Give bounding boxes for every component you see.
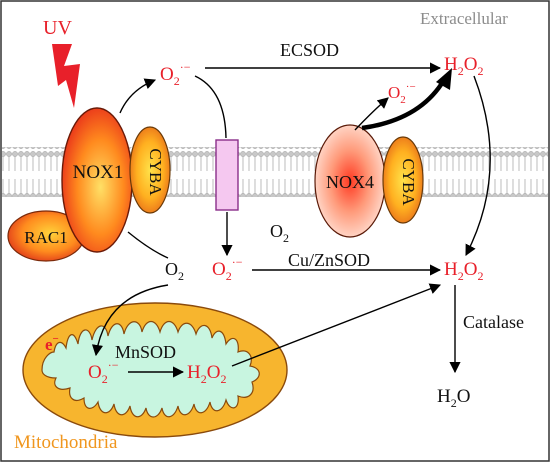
catalase-label: Catalase [463, 312, 524, 332]
superoxide-extracellular: O2·− [160, 60, 191, 88]
h2o2-extracellular: H2O2 [444, 54, 483, 78]
extracellular-label: Extracellular [420, 9, 508, 28]
rac1-label: RAC1 [24, 228, 67, 247]
arrow-h2o2-inward [465, 75, 491, 256]
nox4-label: NOX4 [326, 172, 374, 192]
uv-lightning-icon [52, 44, 80, 108]
water-label: H2O [437, 386, 470, 410]
anion-channel [215, 139, 239, 211]
superoxide-nox4: O2·− [388, 81, 416, 106]
cyba-right-label: CYBA [399, 158, 418, 206]
mitochondria-label: Mitochondria [14, 432, 118, 453]
arrow-oxygen-to-mitochondria [91, 284, 169, 357]
cyba-left-label: CYBA [146, 148, 165, 196]
nox1-label: NOX1 [73, 162, 124, 183]
arrow-superoxide-to-channel [194, 75, 227, 139]
cyba-left-protein [129, 126, 171, 214]
cyba-right-protein [382, 136, 424, 224]
arrow-mito-h2o2-out [231, 283, 442, 367]
h2o2-mitochondria: H2O2 [187, 362, 226, 386]
h2o2-cytosol: H2O2 [444, 259, 483, 283]
electron-label: e− [45, 333, 59, 354]
arrow-nox4-to-h2o2-thick [361, 78, 446, 131]
cuznsod-label: Cu/ZnSOD [288, 250, 370, 270]
superoxide-cytosol: O2·− [212, 255, 243, 283]
arrow-nox4-to-superoxide [354, 97, 389, 131]
arrow-nox4-to-h2o2-head [436, 68, 452, 90]
mnsod-label: MnSOD [115, 342, 176, 362]
ecsod-label: ECSOD [280, 40, 339, 60]
arrow-nox1-to-superoxide [119, 78, 157, 114]
uv-label: UV [43, 17, 72, 39]
arrow-oxygen-to-nox1 [127, 231, 169, 259]
oxygen-cytosol: O2 [165, 259, 184, 283]
superoxide-mitochondria: O2·− [88, 358, 119, 386]
oxygen-nox4: O2 [270, 221, 289, 245]
